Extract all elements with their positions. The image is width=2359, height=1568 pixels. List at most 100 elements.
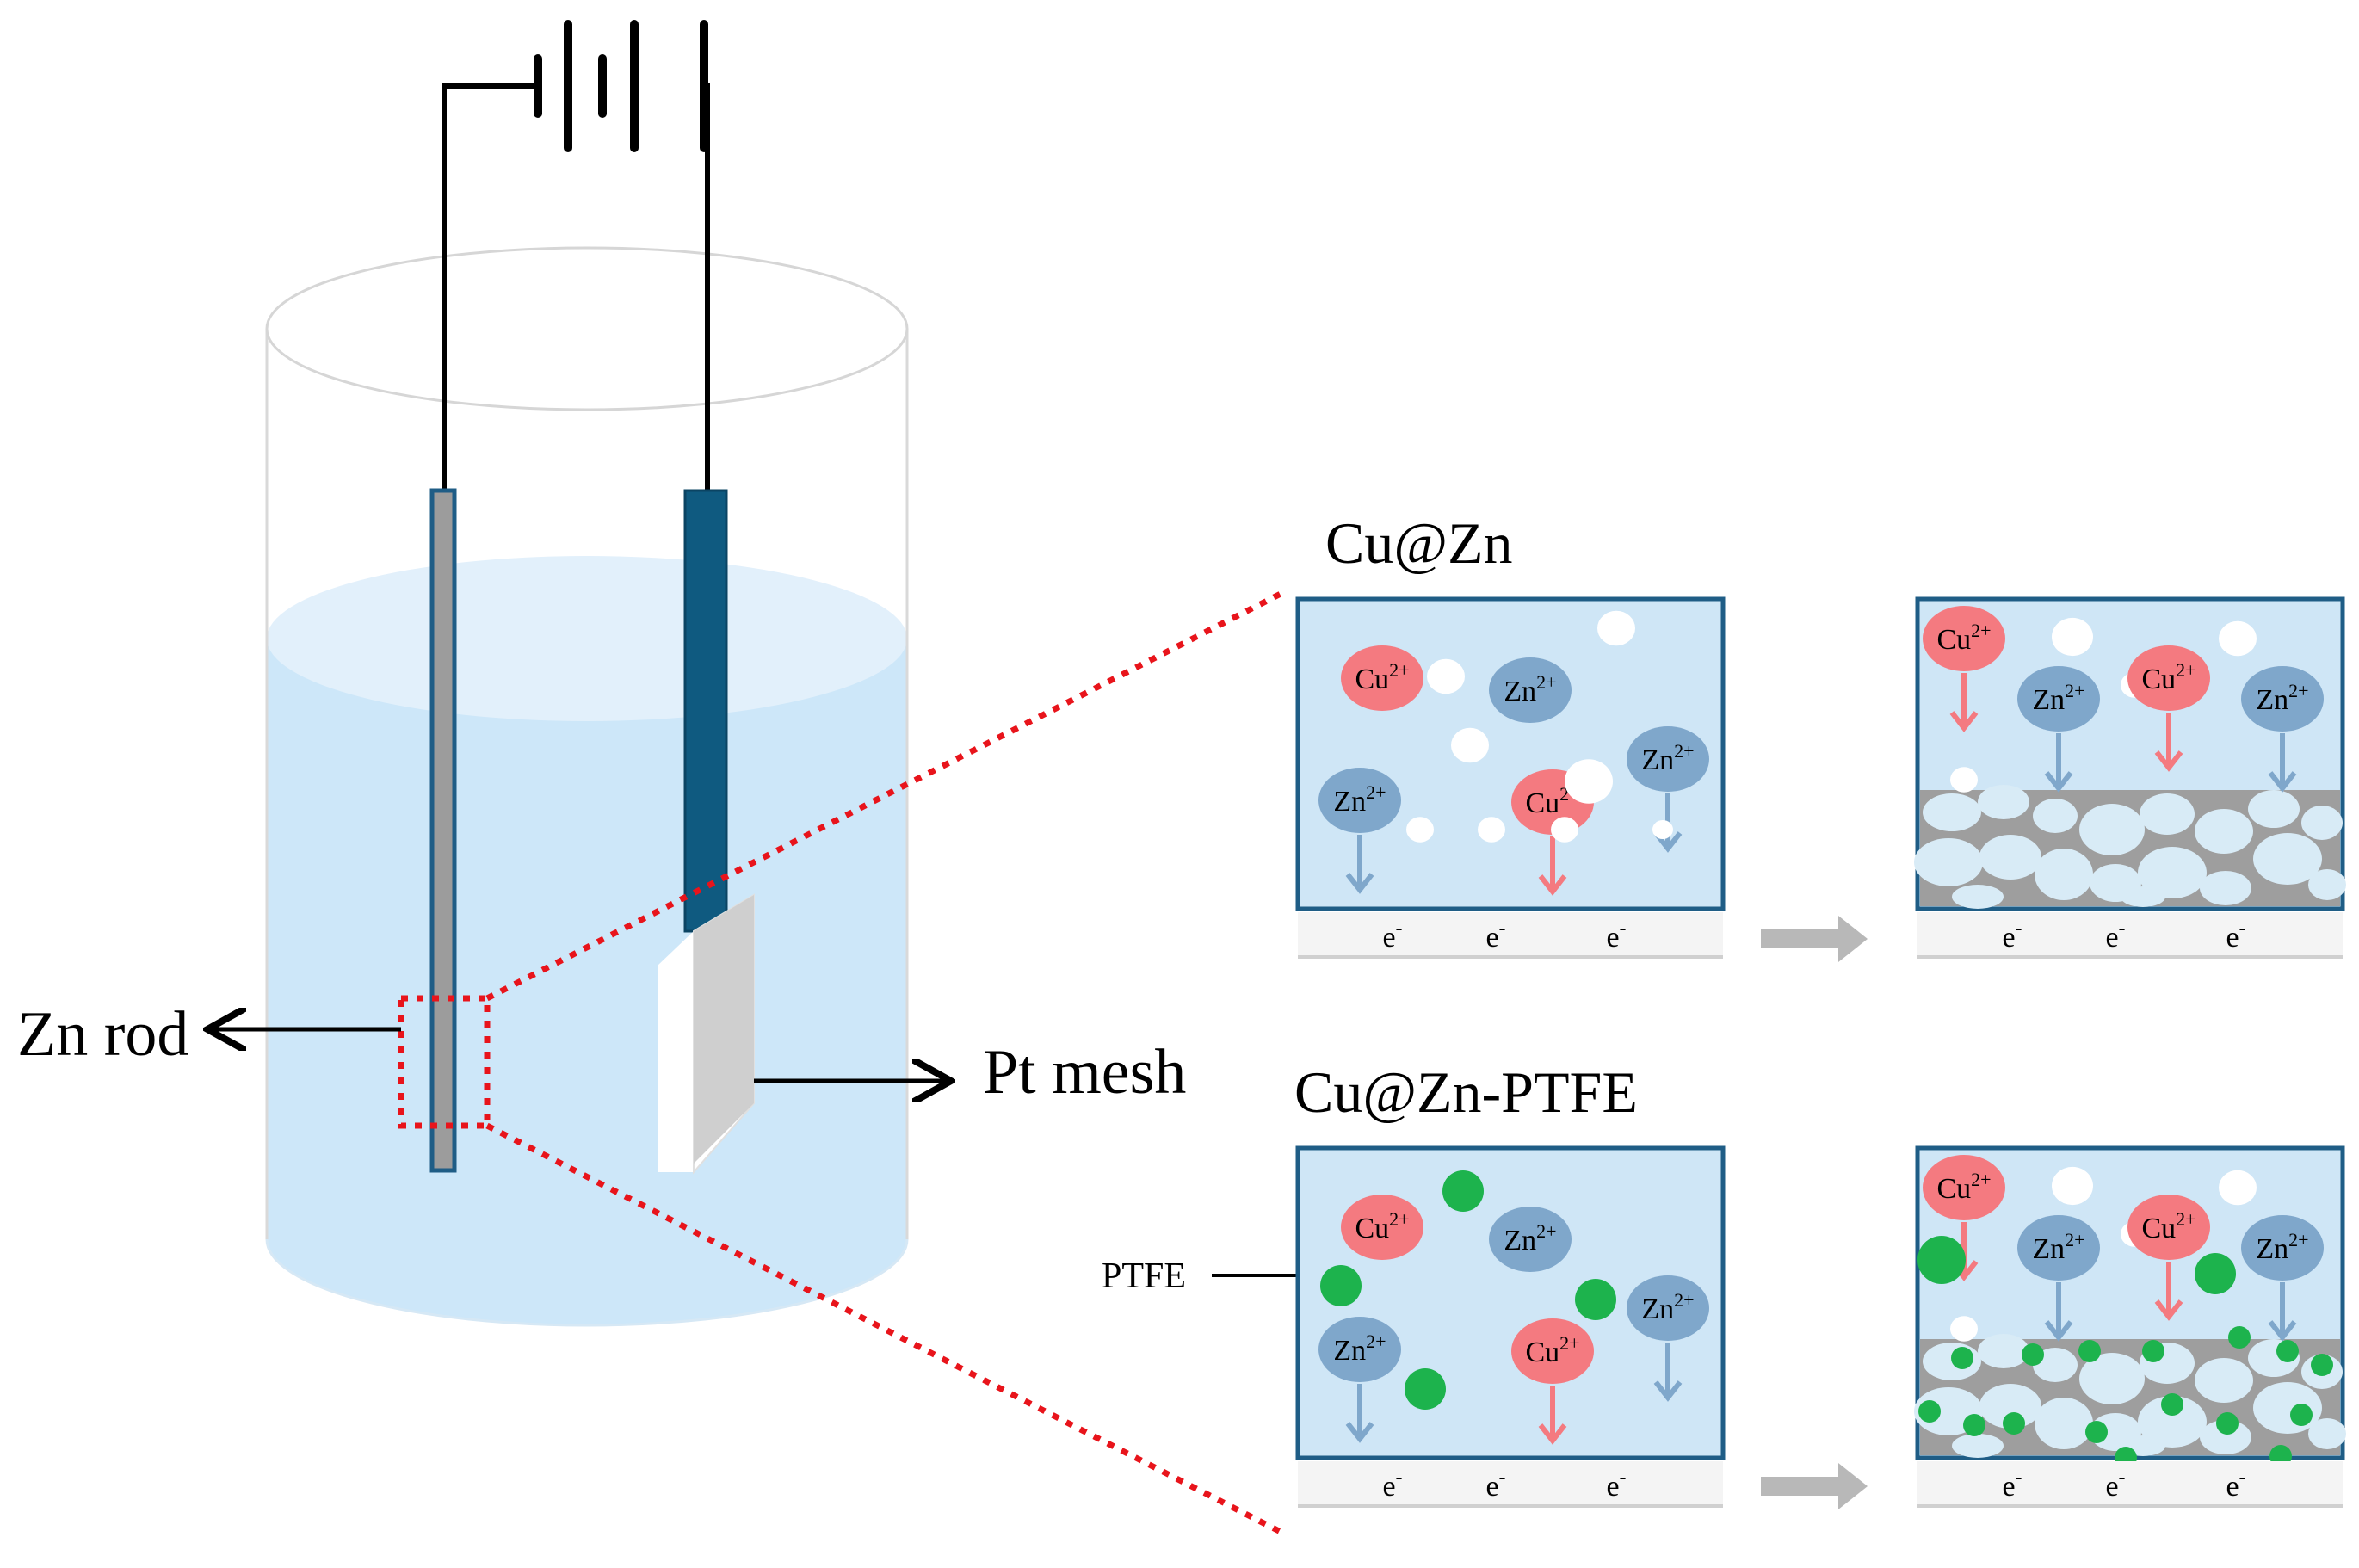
zn-ion-bubble: [2017, 1215, 2100, 1281]
cu-ion-bubble: [2127, 645, 2210, 711]
gas-bubble: [1427, 658, 1465, 694]
electron-label: e-: [2105, 917, 2125, 954]
cu-migration-arrowhead: [1538, 1423, 1567, 1445]
gas-bubble: [2052, 617, 2093, 657]
zn-migration-arrowhead: [1653, 1380, 1683, 1402]
zn-ion-bubble: [1627, 726, 1709, 792]
ptfe-embedded-particle: [2003, 1412, 2025, 1435]
zn-ion-label: Zn2+: [1641, 740, 1694, 776]
gas-bubble: [2052, 1166, 2093, 1206]
pore-bubble: [2138, 847, 2207, 898]
cu-migration-arrowhead: [1538, 874, 1567, 896]
zn-ion-label: Zn2+: [1504, 671, 1556, 707]
pore-bubble: [2035, 849, 2093, 900]
pore-bubble: [2138, 1396, 2207, 1448]
zn-ion-label: Zn2+: [2032, 1229, 2084, 1265]
pore-bubble: [2308, 1418, 2346, 1449]
electron-label: e-: [2002, 917, 2022, 954]
zn-rod-label: Zn rod: [17, 999, 188, 1070]
cu-ion-label: Cu2+: [1936, 1169, 1991, 1205]
zn-ion-label: Zn2+: [1504, 1220, 1556, 1256]
zn-ion: Zn2+: [2017, 666, 2100, 793]
gas-bubble: [1565, 210, 1613, 255]
pore-bubble: [2140, 793, 2195, 835]
zn-migration-arrowhead: [1345, 1422, 1374, 1443]
pt-mesh-callout: Pt mesh: [754, 1037, 1186, 1108]
zn-ion-bubble: [1489, 657, 1572, 723]
pore-bubble: [1978, 785, 2029, 819]
pore-bubble: [1952, 885, 2004, 909]
zn-ion: Zn2+: [1489, 657, 1572, 723]
electron-label: e-: [1606, 1466, 1626, 1503]
cu-zn-ptfe-title: Cu@Zn-PTFE: [1294, 1059, 1638, 1125]
pore-bubble: [2253, 833, 2322, 885]
cu-ion: Cu2+: [1511, 1318, 1594, 1445]
gas-bubble: [1565, 759, 1613, 804]
gas-bubble: [1451, 178, 1489, 214]
pore-bubble: [2033, 1348, 2078, 1382]
pore-bubble: [2308, 869, 2346, 900]
ptfe-embedded-particle: [1918, 1400, 1941, 1423]
ptfe-embedded-particle: [2142, 1340, 2164, 1362]
electron-label: e-: [2105, 1466, 2125, 1503]
pore-bubble: [2200, 1420, 2251, 1454]
cu-ion-label: Cu2+: [2141, 1208, 2195, 1244]
cu-migration-arrowhead: [2154, 1299, 2183, 1321]
gas-bubble: [1950, 1316, 1978, 1342]
zn-ion: Zn2+: [1627, 1275, 1709, 1402]
cu-zn-title: Cu@Zn: [1325, 510, 1513, 576]
pt-mesh-front: [658, 931, 694, 1172]
zn-rod-electrode: [429, 488, 457, 1173]
pore-bubble: [2248, 790, 2300, 828]
pore-bubble: [1979, 835, 2041, 880]
zn-ion-label: Zn2+: [2256, 1229, 2308, 1265]
electron-label: e-: [2002, 1466, 2022, 1503]
zn-migration-arrowhead: [2268, 771, 2297, 793]
substrate-strip: [1298, 1461, 1723, 1506]
electron-label: e-: [1382, 1466, 1402, 1503]
ptfe-particle: [1442, 1170, 1484, 1212]
gas-bubble: [1652, 819, 1673, 840]
zn-ion: Zn2+: [2017, 1215, 2100, 1342]
electrolyte-liquid: [267, 639, 907, 1325]
zn-ion-label: Zn2+: [2256, 680, 2308, 716]
cu-ion-label: Cu2+: [1525, 1332, 1579, 1368]
pore-bubble: [2195, 809, 2253, 854]
pore-bubble: [1978, 1334, 2029, 1368]
ptfe-label: PTFE: [1102, 1256, 1186, 1296]
pore-bubble: [2301, 806, 2343, 840]
pore-bubble: [2200, 871, 2251, 905]
substrate-strip: [1917, 912, 2343, 957]
zn-migration-arrowhead: [1345, 873, 1374, 894]
ptfe-embedded-particle: [2216, 1412, 2239, 1435]
pore-bubble: [2079, 804, 2145, 855]
gas-bubble: [1478, 268, 1505, 293]
gas-bubble: [1478, 817, 1505, 843]
zn-rod-callout: Zn rod: [17, 999, 401, 1070]
zn-ion-label: Zn2+: [1333, 781, 1386, 818]
gas-bubble: [1427, 109, 1465, 145]
ptfe-particle: [1405, 1368, 1446, 1410]
ptfe-particle: [1320, 1265, 1362, 1306]
electron-label: e-: [1382, 917, 1402, 954]
ptfe-embedded-particle: [2078, 1340, 2101, 1362]
zn-ion: Zn2+: [1318, 768, 1401, 894]
zn-ion: Zn2+: [1318, 1317, 1401, 1443]
zn-ion-bubble: [2017, 666, 2100, 732]
cu-ion-label: Cu2+: [1355, 659, 1409, 695]
beaker-bottom: [265, 1238, 909, 1327]
pore-bubble: [1923, 793, 1981, 831]
liquid-surface: [267, 556, 907, 721]
zn-ion-bubble: [2241, 1215, 2324, 1281]
process-arrow-top: [1761, 916, 1868, 962]
zn-ion-label: Zn2+: [1641, 1289, 1694, 1325]
ptfe-embedded-particle: [2022, 1343, 2044, 1366]
cu-ion-bubble: [1511, 1318, 1594, 1384]
ptfe-embedded-particle: [2290, 1404, 2313, 1426]
gas-bubble: [1451, 727, 1489, 763]
pore-bubble: [1914, 838, 1983, 886]
pore-bubble: [1979, 1384, 2041, 1429]
zn-ion-bubble: [1318, 1317, 1401, 1382]
substrate-strip: [1298, 912, 1723, 957]
pore-bubble: [2195, 1358, 2253, 1403]
